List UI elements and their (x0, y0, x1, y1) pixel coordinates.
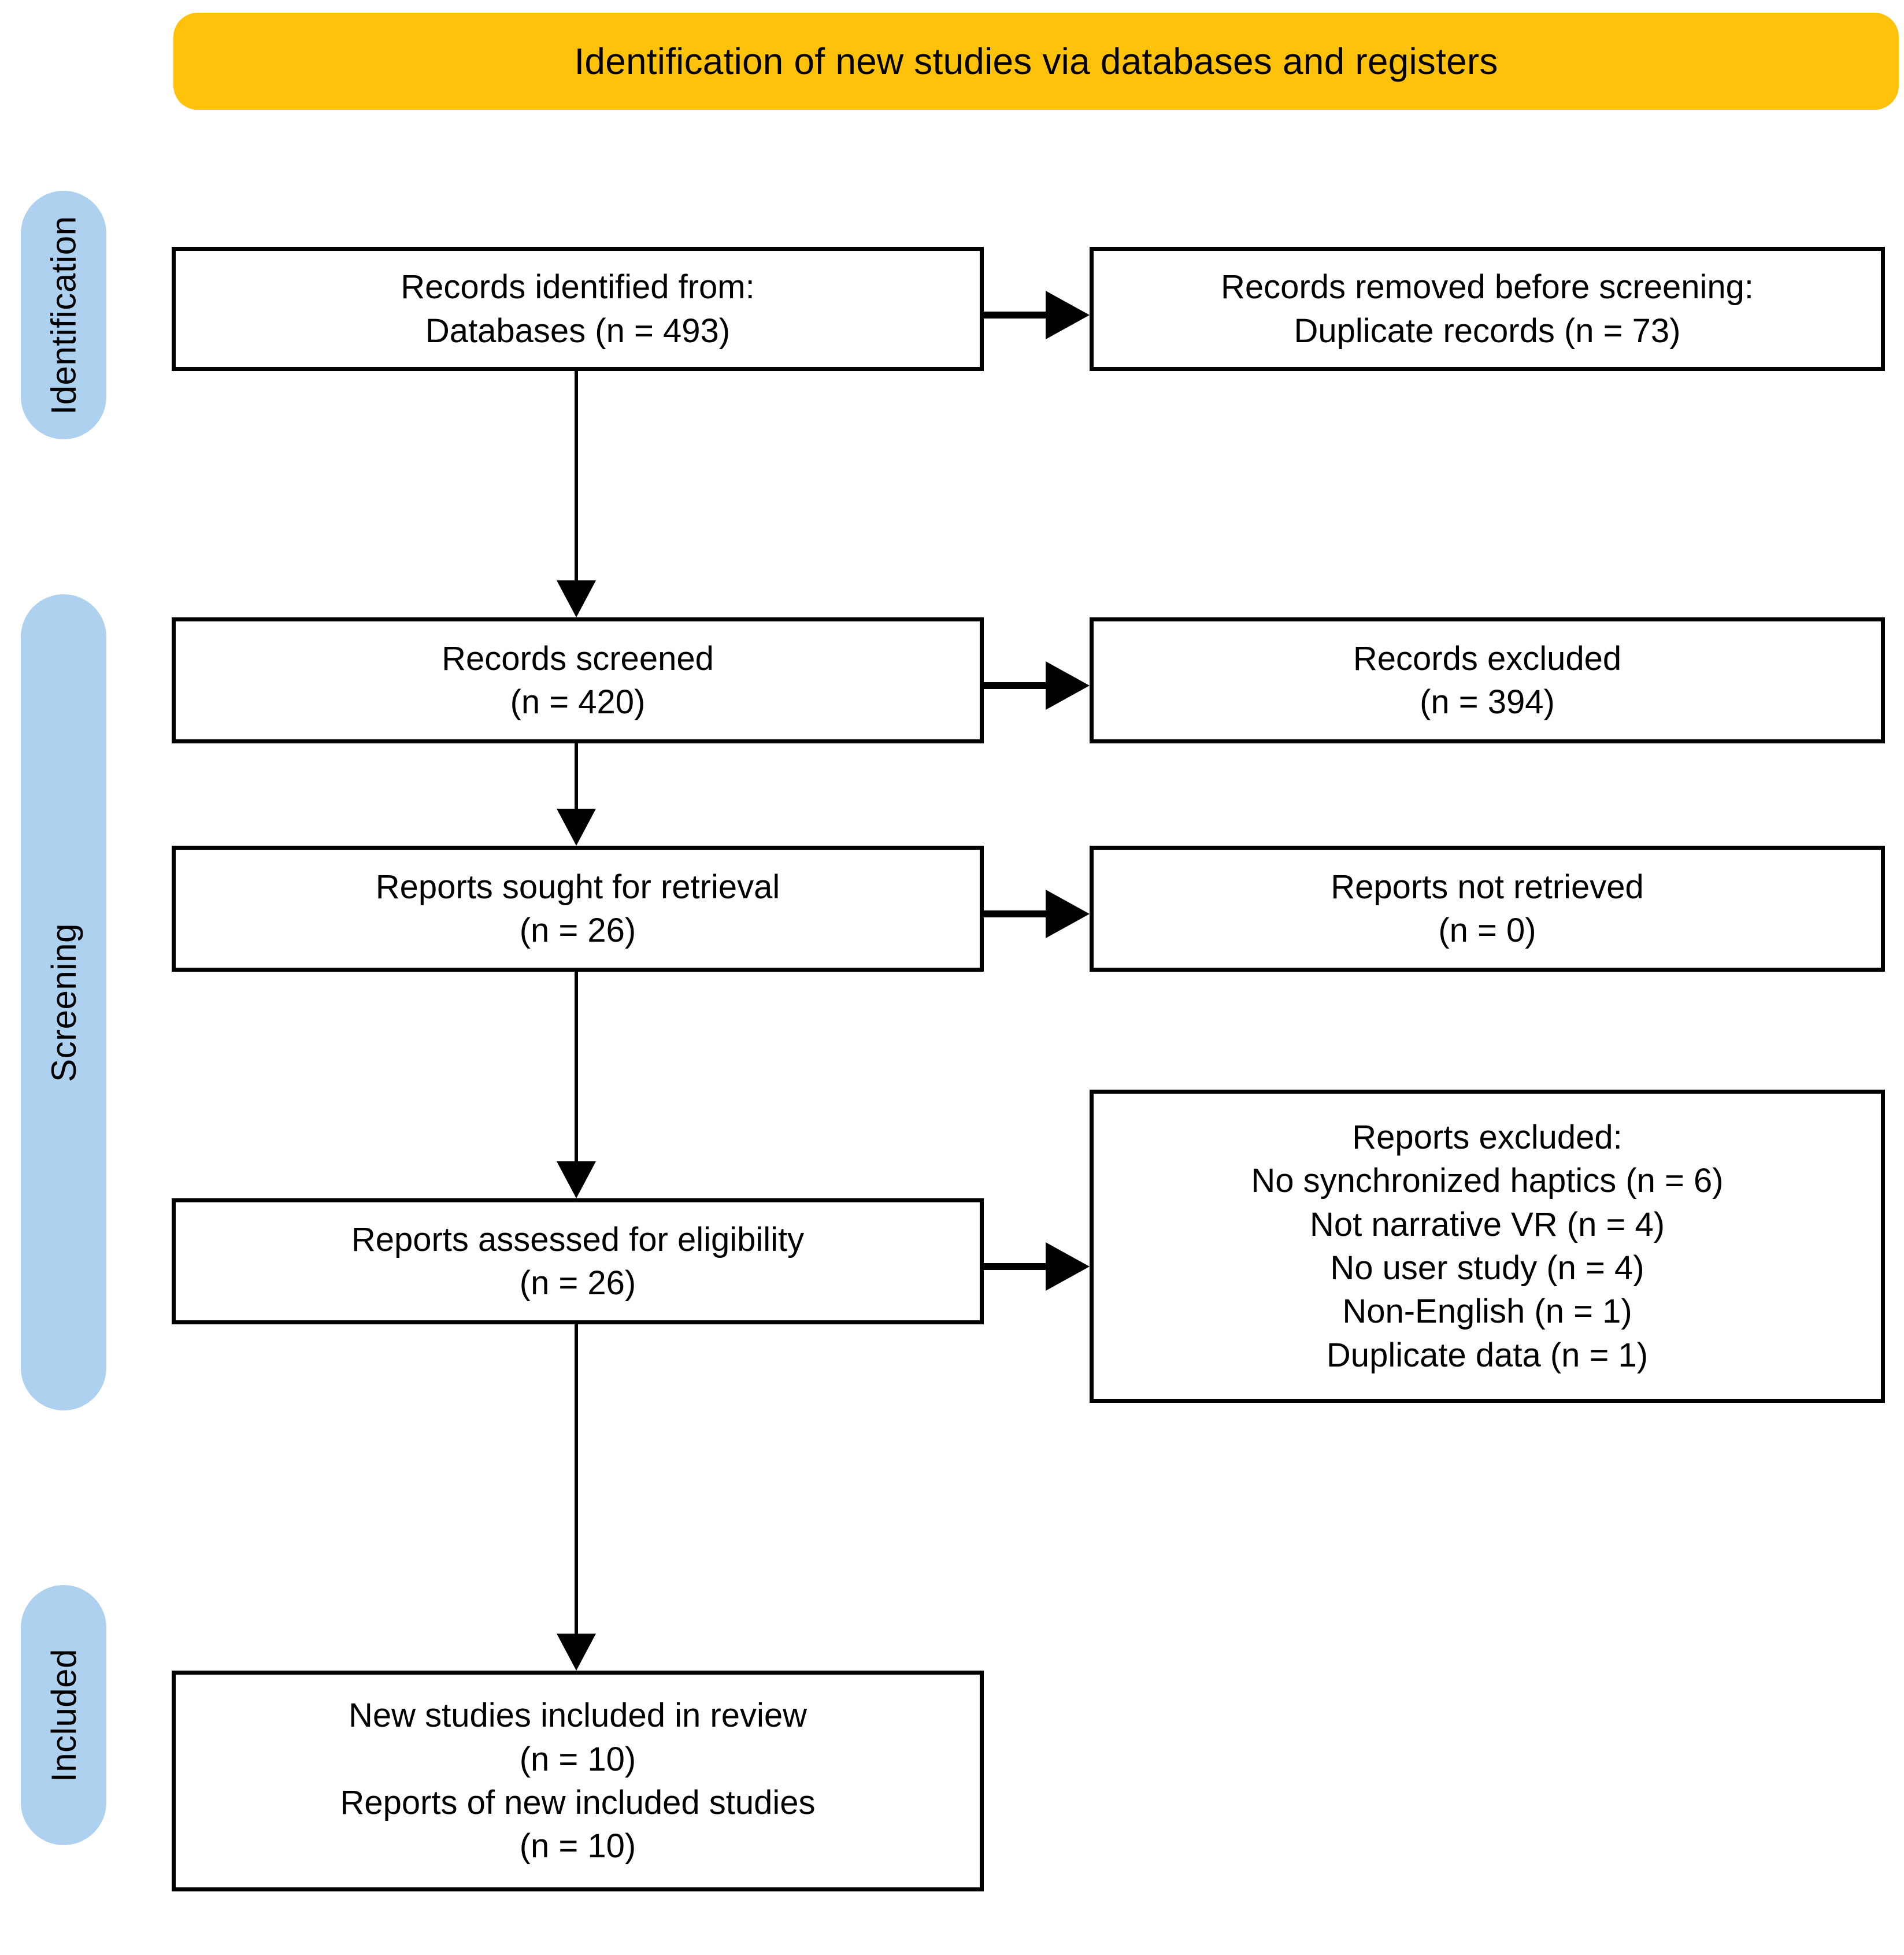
arrow-right-icon (1046, 890, 1090, 938)
box-line: Reports of new included studies (340, 1784, 816, 1821)
connector-line-horizontal (984, 312, 1049, 319)
arrow-right-icon (1046, 291, 1090, 339)
stage-pill-screening: Screening (21, 594, 106, 1410)
box-line: Databases (n = 493) (425, 312, 731, 350)
arrow-down-icon (557, 1634, 596, 1671)
box-line: (n = 26) (519, 1264, 636, 1302)
box-line: Non-English (n = 1) (1342, 1293, 1632, 1331)
box-line: No user study (n = 4) (1330, 1249, 1644, 1287)
header-banner: Identification of new studies via databa… (173, 13, 1899, 110)
box-line: Records excluded (1353, 639, 1622, 677)
stage-label-included: Included (44, 1648, 83, 1782)
box-line: (n = 420) (510, 683, 646, 721)
box-line: Duplicate data (n = 1) (1326, 1336, 1649, 1374)
stage-pill-identification: Identification (21, 191, 106, 439)
connector-line-vertical (575, 743, 578, 809)
connector-line-vertical (575, 1324, 578, 1634)
box-line: (n = 394) (1420, 683, 1555, 721)
box-new-studies-included: New studies included in review (n = 10) … (172, 1671, 984, 1891)
box-line: (n = 0) (1438, 912, 1536, 949)
arrow-right-icon (1046, 1242, 1090, 1291)
box-line: (n = 10) (519, 1827, 636, 1865)
arrow-right-icon (1046, 661, 1090, 710)
box-line: (n = 10) (519, 1740, 636, 1778)
connector-line-horizontal (984, 910, 1049, 917)
box-reports-assessed: Reports assessed for eligibility (n = 26… (172, 1198, 984, 1324)
box-line: New studies included in review (348, 1697, 807, 1735)
arrow-down-icon (557, 1161, 596, 1198)
box-line: Records removed before screening: (1220, 268, 1754, 306)
connector-line-horizontal (984, 1263, 1049, 1270)
connector-line-vertical (575, 371, 578, 608)
box-records-identified: Records identified from: Databases (n = … (172, 247, 984, 371)
box-line: Reports sought for retrieval (375, 868, 780, 906)
arrow-down-icon (557, 580, 596, 617)
box-line: Duplicate records (n = 73) (1294, 312, 1681, 350)
connector-line-vertical (575, 972, 578, 1161)
box-line: Records identified from: (401, 268, 755, 306)
stage-label-identification: Identification (44, 216, 83, 414)
box-records-screened: Records screened (n = 420) (172, 617, 984, 743)
box-records-removed: Records removed before screening: Duplic… (1090, 247, 1885, 371)
box-line: Records screened (442, 639, 714, 677)
box-line: Reports excluded: (1352, 1118, 1623, 1156)
stage-pill-included: Included (21, 1585, 106, 1845)
box-line: No synchronized haptics (n = 6) (1251, 1162, 1724, 1200)
connector-line-horizontal (984, 682, 1049, 689)
stage-label-screening: Screening (44, 923, 83, 1082)
box-reports-sought: Reports sought for retrieval (n = 26) (172, 846, 984, 972)
box-line: (n = 26) (519, 912, 636, 949)
arrow-down-icon (557, 809, 596, 846)
page-title: Identification of new studies via databa… (574, 40, 1498, 82)
box-line: Not narrative VR (n = 4) (1309, 1205, 1665, 1243)
box-reports-not-retrieved: Reports not retrieved (n = 0) (1090, 846, 1885, 972)
box-line: Reports assessed for eligibility (351, 1220, 805, 1258)
box-line: Reports not retrieved (1331, 868, 1644, 906)
box-reports-excluded-reasons: Reports excluded: No synchronized haptic… (1090, 1090, 1885, 1403)
box-records-excluded: Records excluded (n = 394) (1090, 617, 1885, 743)
